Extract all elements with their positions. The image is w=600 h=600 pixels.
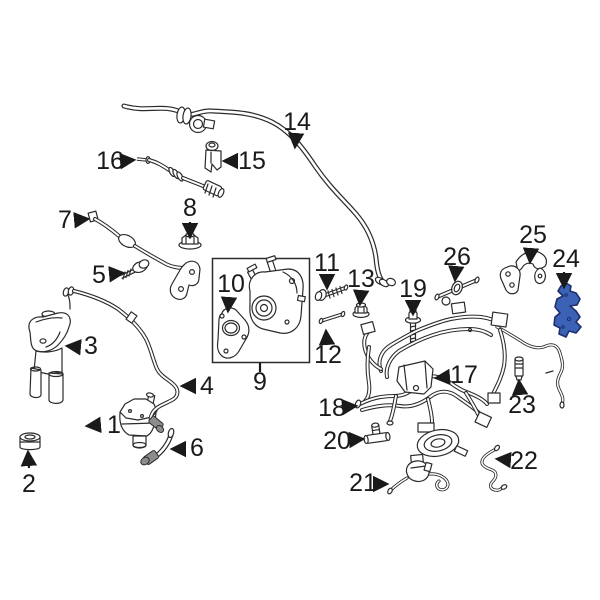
callout-8-label: 8 <box>183 194 197 222</box>
callout-5-arrow <box>108 266 126 283</box>
callout-11[interactable]: 11 <box>314 249 340 291</box>
callout-23[interactable]: 23 <box>508 378 536 419</box>
callout-24[interactable]: 24 <box>552 245 580 290</box>
callout-9[interactable]: 9 <box>253 363 267 396</box>
callout-10-arrow <box>220 296 238 314</box>
part-20-t-fitting-drawing <box>363 422 391 445</box>
callout-16-arrow <box>119 152 137 170</box>
callout-7[interactable]: 7 <box>58 206 91 234</box>
callout-20-arrow <box>348 431 366 449</box>
callout-19[interactable]: 19 <box>399 275 427 317</box>
callout-12-label: 12 <box>314 341 342 369</box>
part-13-nut-drawing <box>352 302 370 319</box>
callout-1-label: 1 <box>107 411 121 439</box>
callout-26-label: 26 <box>443 243 471 271</box>
callout-13[interactable]: 13 <box>347 265 375 307</box>
callout-12[interactable]: 12 <box>314 328 342 369</box>
callout-17[interactable]: 17 <box>433 361 478 389</box>
callout-15-label: 15 <box>238 147 266 175</box>
callout-22-arrow <box>494 451 512 469</box>
callout-16-label: 16 <box>96 147 124 175</box>
callout-26[interactable]: 26 <box>443 243 471 283</box>
callout-18-label: 18 <box>318 394 346 422</box>
callout-10-label: 10 <box>217 270 245 298</box>
callout-1[interactable]: 1 <box>84 411 121 439</box>
callout-5[interactable]: 5 <box>92 261 126 289</box>
part-25-bracket-drawing <box>499 250 548 295</box>
right-hose-drawing <box>495 325 565 409</box>
part-5-bolt-drawing <box>120 259 150 280</box>
part-17-protector-drawing <box>396 360 434 395</box>
callout-25[interactable]: 25 <box>519 221 547 265</box>
callout-21-label: 21 <box>349 469 377 497</box>
callout-20-label: 20 <box>323 427 351 455</box>
part-23-valve-drawing <box>514 356 524 381</box>
callout-17-label: 17 <box>450 361 478 389</box>
callout-24-label: 24 <box>552 245 580 273</box>
callout-3[interactable]: 3 <box>64 332 98 360</box>
callout-6[interactable]: 6 <box>169 434 204 462</box>
callout-5-label: 5 <box>92 261 106 289</box>
callout-22-label: 22 <box>510 447 538 475</box>
part-9-pump-drawing <box>246 255 306 334</box>
callout-17-arrow <box>433 368 451 386</box>
callout-4[interactable]: 4 <box>179 372 214 400</box>
callout-7-label: 7 <box>58 206 72 234</box>
callout-20[interactable]: 20 <box>323 427 366 455</box>
callout-2-arrow <box>20 449 38 469</box>
callout-15[interactable]: 15 <box>221 147 266 175</box>
part-12-stud-drawing <box>318 310 346 325</box>
part-3-reservoir-drawing <box>28 286 75 404</box>
part-10-gasket-drawing <box>216 307 250 359</box>
callout-13-arrow <box>352 289 370 307</box>
part-22-hose-drawing <box>480 444 508 492</box>
part-11-bolt-drawing <box>314 284 349 301</box>
callout-16[interactable]: 16 <box>96 147 137 175</box>
part-16-hose-drawing <box>136 156 225 198</box>
callout-18[interactable]: 18 <box>318 394 359 422</box>
callout-18-arrow <box>341 398 359 416</box>
callout-26-arrow <box>448 265 465 283</box>
callout-9-label: 9 <box>253 368 267 396</box>
part-1-cap-assembly-drawing <box>119 392 158 449</box>
callout-22[interactable]: 22 <box>494 447 538 475</box>
callout-21[interactable]: 21 <box>349 469 390 497</box>
part-6-hose-drawing <box>140 427 175 466</box>
callout-8[interactable]: 8 <box>181 194 199 240</box>
callout-23-label: 23 <box>508 391 536 419</box>
callout-19-label: 19 <box>399 275 427 303</box>
callout-25-label: 25 <box>519 221 547 249</box>
part-21-valve-hose-drawing <box>387 453 450 495</box>
part-18-harness-drawing <box>354 296 509 458</box>
part-4-hose-drawing <box>72 289 180 433</box>
callout-4-label: 4 <box>200 372 214 400</box>
callout-11-label: 11 <box>314 249 340 277</box>
callout-3-arrow <box>64 339 82 356</box>
callout-23-arrow <box>511 378 529 396</box>
part-15-clip-drawing <box>204 140 222 173</box>
callout-10[interactable]: 10 <box>217 270 245 314</box>
callout-25-arrow <box>522 247 540 265</box>
part-24-bracket-highlighted[interactable] <box>553 282 582 338</box>
callout-14[interactable]: 14 <box>283 108 311 150</box>
part-18-connector-stub <box>354 399 362 409</box>
callout-14-arrow <box>287 132 305 150</box>
callout-6-label: 6 <box>190 434 204 462</box>
callout-14-label: 14 <box>283 108 311 136</box>
part-26-rod-drawing <box>434 276 480 301</box>
callout-12-arrow <box>318 328 336 346</box>
callout-13-label: 13 <box>347 265 375 293</box>
callout-3-label: 3 <box>84 332 98 360</box>
part-2-grommet-drawing <box>19 432 41 451</box>
callout-7-arrow <box>73 212 91 229</box>
part-14-tube-drawing <box>124 106 396 288</box>
callout-1-arrow <box>84 416 102 434</box>
callout-2-label: 2 <box>22 470 36 498</box>
callout-2[interactable]: 2 <box>20 449 38 498</box>
part-9-group-box <box>211 257 311 364</box>
